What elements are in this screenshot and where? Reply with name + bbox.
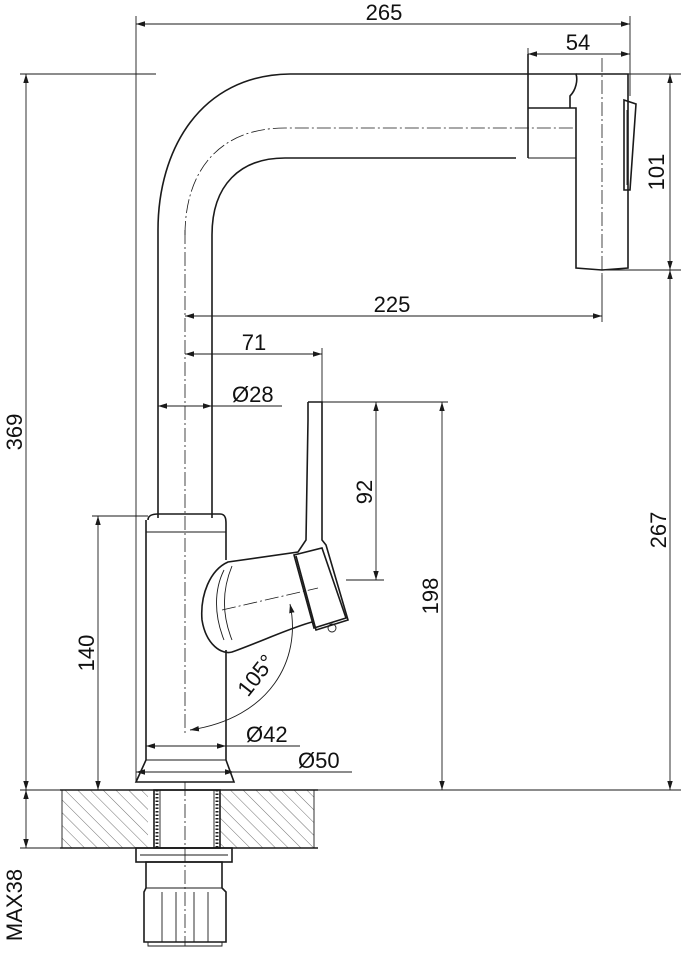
spout-centerline-arc	[184, 127, 575, 236]
lever-arm	[295, 401, 349, 632]
dim-105-arc	[189, 603, 295, 732]
lever-ring	[216, 565, 233, 641]
mount-nut	[143, 861, 227, 943]
dim-101-label: 101	[644, 154, 669, 191]
dim-54-label: 54	[566, 30, 590, 55]
countertop-left-hatch	[62, 790, 148, 848]
dimensions: 265 54 101 369 225 71 Ø28 92	[2, 0, 681, 941]
dim-225-label: 225	[374, 292, 411, 317]
dim-28-label: Ø28	[232, 382, 274, 407]
mount-shank	[153, 789, 221, 849]
faucet-body	[134, 54, 637, 783]
dim-265-label: 265	[366, 0, 403, 25]
lever-cap	[293, 547, 348, 630]
lever-pin	[327, 623, 337, 633]
dim-198-label: 198	[418, 578, 443, 615]
dim-71-label: 71	[242, 330, 266, 355]
spray-button	[623, 98, 637, 191]
lever-centerline	[221, 587, 319, 611]
dim-140-label: 140	[74, 635, 99, 672]
spray-head	[528, 73, 629, 271]
countertop-section	[60, 782, 318, 947]
dim-max38-label: MAX38	[2, 869, 27, 941]
countertop-right-hatch	[220, 790, 314, 848]
dim-42-label: Ø42	[246, 722, 288, 747]
lever-handle	[200, 402, 313, 654]
dim-369-label: 369	[2, 414, 27, 451]
spout-inner-outline	[211, 157, 516, 518]
dim-92-label: 92	[352, 480, 377, 504]
spout-outer-outline	[157, 73, 578, 518]
dim-105-label: 105°	[232, 650, 280, 701]
dim-267-label: 267	[646, 512, 671, 549]
dim-50-label: Ø50	[298, 748, 340, 773]
